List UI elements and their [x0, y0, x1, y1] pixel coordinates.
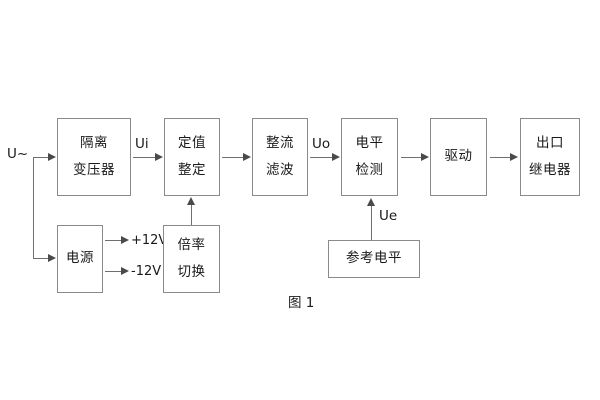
wire-ue [371, 205, 372, 240]
wire-uo [310, 157, 333, 158]
block-multiplier-switch-line1: 倍率 [177, 237, 206, 253]
block-multiplier-switch: 倍率 切换 [163, 225, 220, 293]
wire-drive-to-relay [490, 157, 511, 158]
block-setting-value-line1: 定值 [178, 135, 206, 151]
block-setting-value-line2: 整定 [178, 161, 206, 178]
signal-label-ue: Ue [379, 208, 398, 224]
signal-label-uo: Uo [312, 136, 331, 152]
block-drive-line1: 驱动 [444, 148, 473, 165]
block-multiplier-switch-line2: 切换 [177, 263, 206, 280]
block-setting-value: 定值 整定 [164, 118, 220, 196]
block-rectify-filter: 整流 滤波 [252, 118, 308, 196]
block-level-detect-line2: 检测 [355, 161, 384, 178]
figure-caption: 图 1 [288, 295, 315, 311]
rail-positive-label: +12V [131, 233, 168, 248]
wire-setting-to-rectify [222, 157, 244, 158]
wire-ui [133, 157, 156, 158]
arrowhead-uo [332, 152, 340, 161]
block-output-relay-line2: 继电器 [529, 161, 571, 178]
arrowhead-drive-to-relay [510, 152, 518, 161]
block-power-supply-line1: 电源 [66, 250, 94, 267]
block-output-relay: 出口 继电器 [520, 118, 580, 196]
block-reference-level-line1: 参考电平 [346, 250, 402, 267]
wire-to-isolation-transformer [33, 157, 49, 158]
wire-rail-negative [105, 271, 122, 272]
wire-input-vertical-bus [33, 157, 34, 258]
arrowhead-to-power-supply [48, 253, 56, 262]
wire-level-to-drive [401, 157, 422, 158]
rail-negative-label: -12V [131, 264, 162, 279]
wire-multiplier-to-setting [191, 204, 192, 225]
block-rectify-filter-line2: 滤波 [266, 161, 294, 178]
wire-to-power-supply [33, 258, 49, 259]
block-rectify-filter-line1: 整流 [266, 135, 294, 151]
arrowhead-level-to-drive [421, 152, 429, 161]
signal-label-ui: Ui [135, 136, 149, 152]
arrowhead-setting-to-rectify [243, 152, 251, 161]
wire-rail-positive [105, 240, 122, 241]
block-isolation-transformer-line2: 变压器 [73, 161, 115, 178]
arrowhead-rail-negative [121, 266, 129, 275]
block-level-detect-line1: 电平 [355, 135, 384, 151]
block-reference-level: 参考电平 [328, 240, 420, 278]
arrowhead-to-isolation-transformer [48, 152, 56, 161]
arrowhead-rail-positive [121, 235, 129, 244]
block-isolation-transformer-line1: 隔离 [80, 135, 108, 151]
block-isolation-transformer: 隔离 变压器 [57, 118, 131, 196]
input-supply-label: U~ [7, 146, 29, 162]
block-output-relay-line1: 出口 [536, 135, 564, 151]
arrowhead-ui [155, 152, 163, 161]
block-power-supply: 电源 [57, 225, 103, 293]
arrowhead-ue [366, 198, 375, 206]
block-drive: 驱动 [430, 118, 487, 196]
block-level-detect: 电平 检测 [341, 118, 398, 196]
arrowhead-multiplier-to-setting [186, 197, 195, 205]
